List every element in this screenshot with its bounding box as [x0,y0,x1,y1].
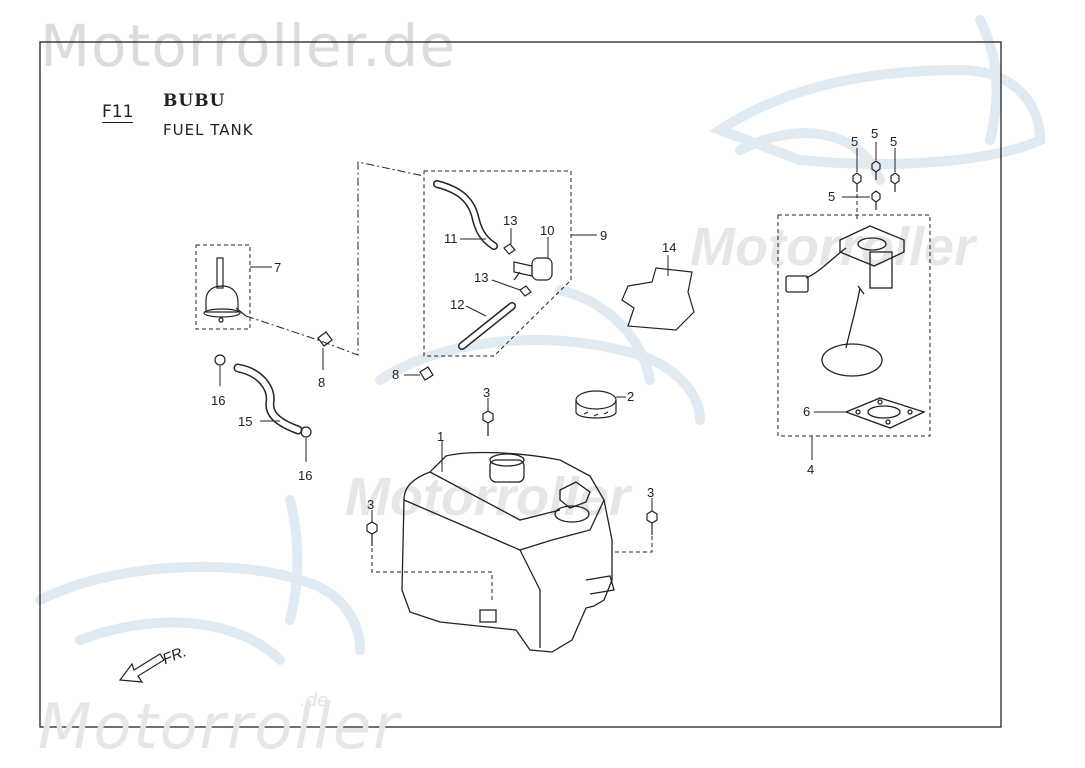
part-label-12: 12 [450,297,464,312]
front-direction-arrow [118,653,165,683]
hose-clip-part-16b [300,426,312,438]
bolt-part-3a [482,410,494,436]
part-label-8a: 8 [318,375,325,390]
clip-part-13b [519,285,532,297]
clip-part-13a [503,243,516,255]
assembly-line-7-9 [245,161,425,356]
watermark-top: Motorroller.de [40,12,457,80]
part-label-13a: 13 [503,213,517,228]
part-label-5d: 5 [828,189,835,204]
part-label-5c: 5 [890,134,897,149]
part-label-13b: 13 [474,270,488,285]
leader-13b [491,279,521,291]
part-label-3b: 3 [367,497,374,512]
part-label-5b: 5 [871,126,878,141]
hose-clip-part-16a [214,354,226,366]
leader-12 [465,305,487,317]
fuel-valve-part [203,257,247,323]
part-label-3a: 3 [483,385,490,400]
part-label-10: 10 [540,223,554,238]
part-label-1: 1 [437,429,444,444]
part-number-labels: 1 2 3 3 3 4 5 5 5 5 6 7 8 8 9 10 11 12 1… [211,126,897,512]
svg-text:Motorroller: Motorroller [690,217,978,277]
part-label-15: 15 [238,414,252,429]
part-label-16b: 16 [298,468,312,483]
clip-part-8a [317,331,333,347]
part-label-11: 11 [444,231,458,246]
svg-text:Motorroller: Motorroller [345,467,633,527]
part-label-5a: 5 [851,134,858,149]
bolt-guide-3b [371,548,493,602]
part-label-2: 2 [627,389,634,404]
screw-part-5-set [852,160,900,210]
fuel-cap-part-2 [575,390,617,419]
group-box-7 [195,244,251,330]
group-box-4 [777,214,931,437]
clip-part-8b [419,366,434,381]
fuel-tank-part-1 [401,451,615,653]
fuel-level-sender-part [785,225,905,377]
watermark-bottom-suffix: .de [300,690,329,711]
gasket-part-6 [844,397,926,429]
part-label-6: 6 [803,404,810,419]
model-name: BUBU [163,91,226,111]
fuel-filter-part-10 [513,257,553,281]
front-arrow-label: FR. [160,643,189,668]
watermark-bottom: Motorroller [38,690,401,763]
part-label-14: 14 [662,240,676,255]
part-label-16a: 16 [211,393,225,408]
bolt-part-3c [646,510,658,535]
part-label-7: 7 [274,260,281,275]
part-label-3c: 3 [647,485,654,500]
page-code: F11 [102,102,134,123]
part-label-9: 9 [600,228,607,243]
bolt-guide-3c [612,536,653,553]
watermark-logo-text: Motorroller Motorroller [345,217,978,527]
part-label-4: 4 [807,462,814,477]
page-title: FUEL TANK [163,121,254,139]
group-box-9 [423,170,572,357]
frame-border [39,41,1002,728]
watermark-scooter-graphics [35,15,1046,665]
foam-pad-part-14 [621,267,695,331]
part-label-8b: 8 [392,367,399,382]
